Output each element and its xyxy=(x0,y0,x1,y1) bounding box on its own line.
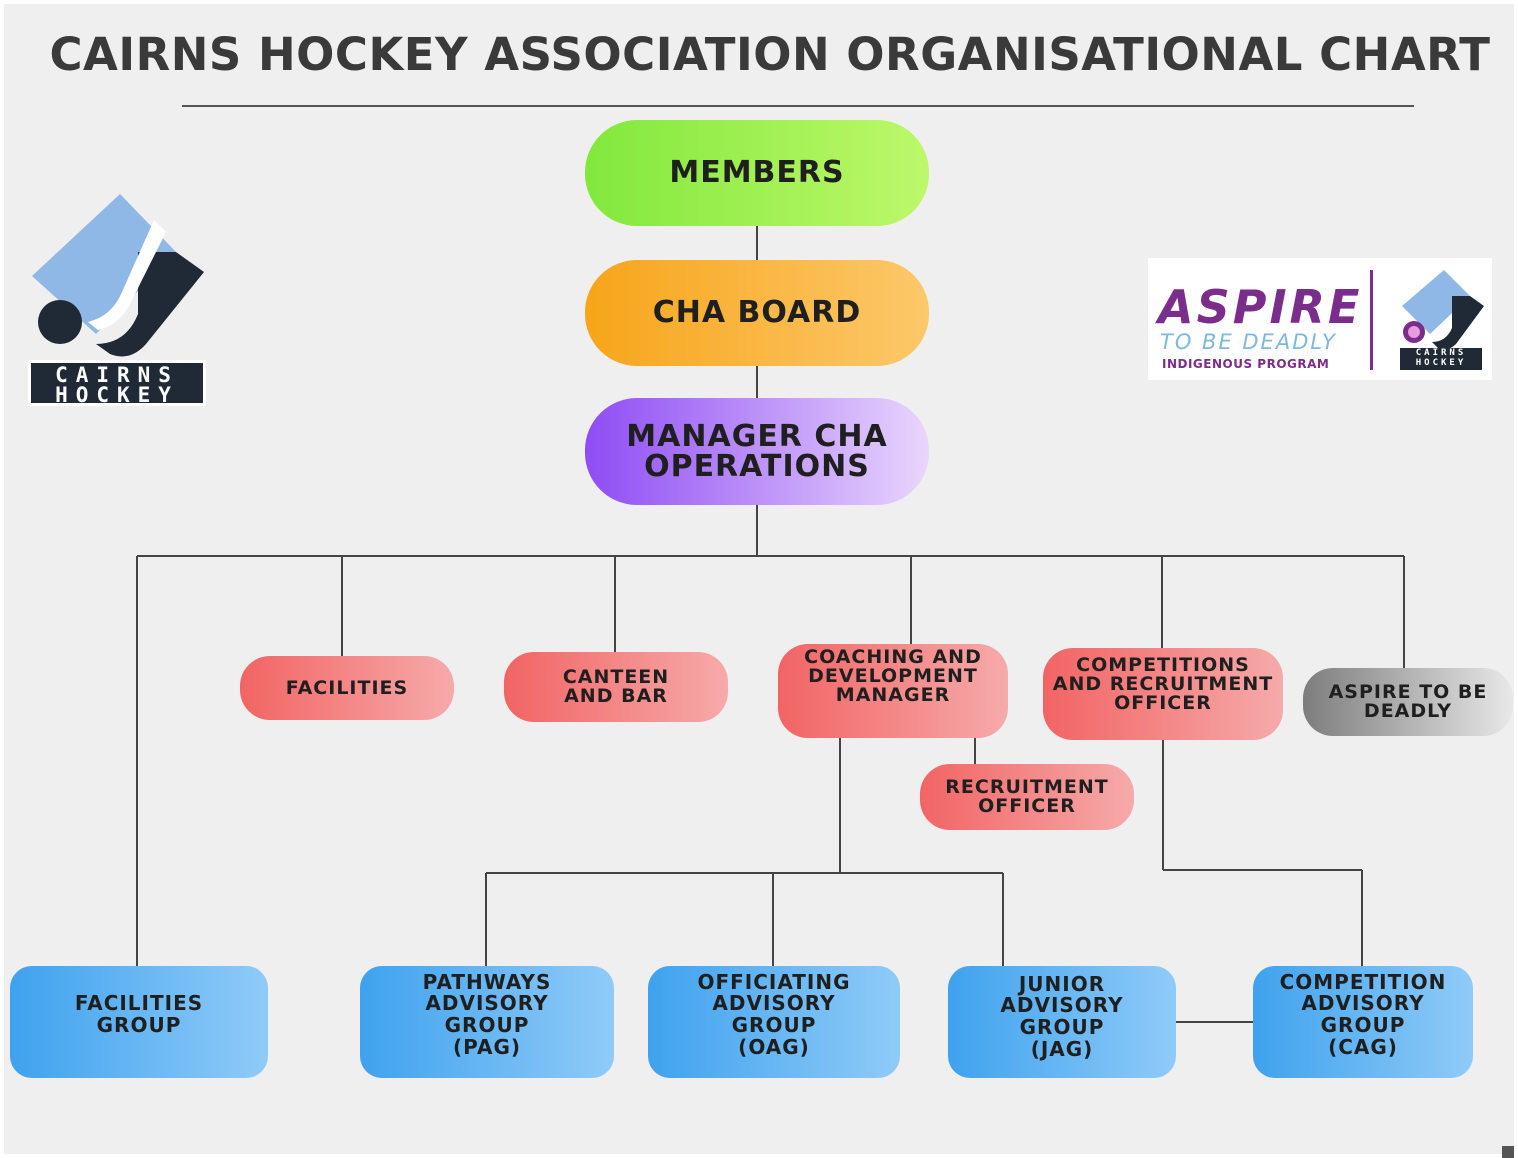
node-aspire-to-be-deadly: ASPIRE TO BE DEADLY xyxy=(1303,668,1513,736)
cairns-hockey-logo: CAIRNS HOCKEY xyxy=(26,194,208,410)
mini-hockey-stick-icon xyxy=(1402,270,1484,350)
node-facilities: FACILITIES xyxy=(240,656,454,720)
aspire-to-be-deadly-logo: ASPIRE TO BE DEADLY INDIGENOUS PROGRAM C… xyxy=(1148,258,1492,380)
node-canteen-and-bar: CANTEEN AND BAR xyxy=(504,652,728,722)
page-title: CAIRNS HOCKEY ASSOCIATION ORGANISATIONAL… xyxy=(49,28,1491,81)
aspire-wordmark: ASPIRE xyxy=(1158,280,1363,334)
cairns-hockey-plate: CAIRNS HOCKEY xyxy=(28,360,206,406)
logo-text-hockey: HOCKEY xyxy=(55,383,179,407)
node-pathways-advisory-group: PATHWAYS ADVISORY GROUP (PAG) xyxy=(360,966,614,1078)
node-officiating-advisory-group: OFFICIATING ADVISORY GROUP (OAG) xyxy=(648,966,900,1078)
node-members: MEMBERS xyxy=(585,120,929,226)
node-manager-operations: MANAGER CHA OPERATIONS xyxy=(585,398,929,505)
node-junior-advisory-group: JUNIOR ADVISORY GROUP (JAG) xyxy=(948,966,1176,1078)
node-recruitment-officer: RECRUITMENT OFFICER xyxy=(920,764,1134,830)
mini-logo-text-hockey: HOCKEY xyxy=(1415,358,1467,368)
node-cha-board: CHA BOARD xyxy=(585,260,929,366)
mini-logo-plate: CAIRNS HOCKEY xyxy=(1400,348,1482,370)
node-competitions-recruitment-officer: COMPETITIONS AND RECRUITMENT OFFICER xyxy=(1043,648,1283,740)
aspire-subtitle: TO BE DEADLY xyxy=(1160,330,1337,354)
node-competition-advisory-group: COMPETITION ADVISORY GROUP (CAG) xyxy=(1253,966,1473,1078)
node-facilities-group: FACILITIES GROUP xyxy=(10,966,268,1078)
hockey-stick-icon xyxy=(32,194,204,357)
mini-logo-text-cairns: CAIRNS xyxy=(1415,348,1467,358)
title-divider xyxy=(182,105,1414,107)
node-coaching-development-manager: COACHING AND DEVELOPMENT MANAGER xyxy=(778,644,1008,738)
corner-mark xyxy=(1502,1146,1514,1158)
aspire-divider xyxy=(1370,270,1373,370)
logo-text-cairns: CAIRNS xyxy=(55,363,179,387)
aspire-program-label: INDIGENOUS PROGRAM xyxy=(1162,357,1330,371)
